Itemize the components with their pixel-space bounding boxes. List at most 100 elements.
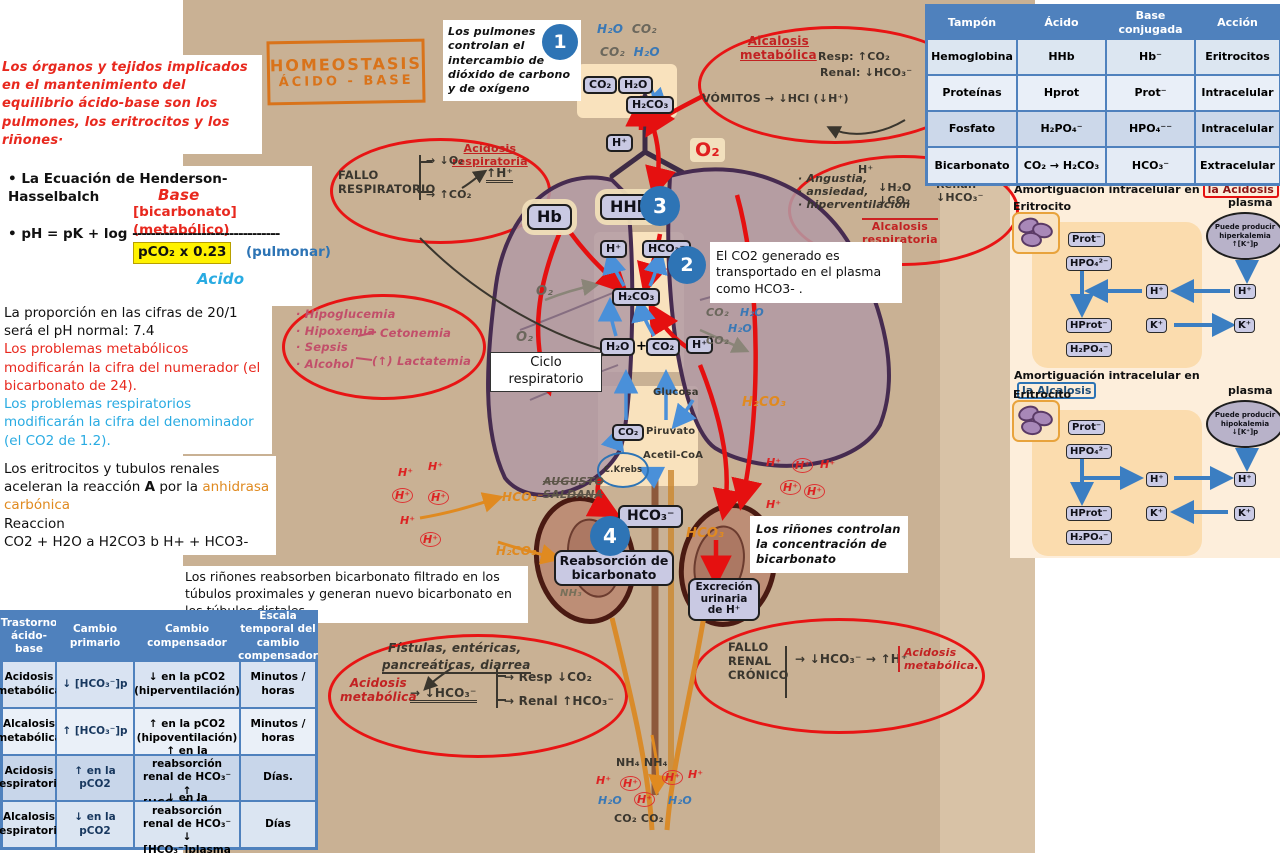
disorder-cell: Minutos / horas xyxy=(240,708,316,755)
proportion-normal: La proporción en las cifras de 20/1 será… xyxy=(4,305,238,340)
alcalosis-hpo4-chip: HPO₄²⁻ xyxy=(1066,444,1113,459)
hipo-lactatemia: (↑) Lactatemia xyxy=(372,354,472,368)
vomit-line: VÓMITOS → ↓HCl (↓H⁺) xyxy=(702,92,849,105)
buffer-header-tampon: Tampón xyxy=(927,6,1017,39)
equation-lhs: • pH = pK + log ------------------------… xyxy=(8,226,280,244)
nh3-label: NH₃ xyxy=(560,588,582,599)
fistulas-line1: Fístulas, entéricas, xyxy=(388,641,522,655)
h-ion-circled: H⁺ xyxy=(620,776,642,791)
erythro-line3: CO2 + H2O a H2CO3 b H+ + HCO3- xyxy=(4,533,249,550)
acidosis-plasma-label: plasma xyxy=(1228,196,1273,209)
bottom-h2o-left: H₂O xyxy=(598,794,622,807)
equation-denominator: pCO₂ x 0.23 xyxy=(133,242,232,264)
h-ion-circled: H⁺ xyxy=(428,490,450,505)
h-plus-top-chip: H⁺ xyxy=(606,134,634,153)
h-ion: H⁺ xyxy=(766,456,782,469)
disorder-cell: ↑ [HCO₃⁻]p xyxy=(56,708,134,755)
disorder-header-trastorno: Trastorno ácido-base xyxy=(1,612,57,661)
disorder-cell: ↓ [HCO₃⁻]p xyxy=(56,661,134,708)
disorder-cell: Alcalosis respiratoria xyxy=(0,801,64,848)
acidosis-h-cell-chip: H⁺ xyxy=(1146,284,1168,299)
alcalosis-title-box: la Alcalosis xyxy=(1017,382,1097,399)
h-ion-circled: H⁺ xyxy=(662,770,684,785)
h-ion: H⁺ xyxy=(820,458,836,471)
acidosis-h-plasma-chip: H⁺ xyxy=(1234,284,1256,299)
buffer-header-acido: Ácido xyxy=(1017,6,1106,39)
erythro-line1-text2: por la xyxy=(155,479,203,496)
acidosis-hprot-chip: HProt⁻ xyxy=(1066,318,1112,333)
bubble-line: Puede producir xyxy=(1214,222,1276,231)
buffer-header-accion: Acción xyxy=(1195,6,1280,39)
mid-h2o-label2: H₂O xyxy=(728,322,752,335)
buffer-cell: HCO₃⁻ xyxy=(1106,147,1195,184)
disorder-cell: Acidosis metabólica xyxy=(0,661,62,708)
h-ion-circled: H⁺ xyxy=(804,484,826,499)
metab-acetilcoa: Acetil-CoA xyxy=(643,450,704,461)
step-4-badge: 4 xyxy=(590,516,630,556)
acidosis-k-plasma-chip: K⁺ xyxy=(1234,318,1256,333)
angustia-down: ↓H₂O ↓CO₂ xyxy=(878,181,912,207)
note-kidneys: Los riñones controlan la concentración d… xyxy=(750,516,908,573)
step-2-badge: 2 xyxy=(668,246,706,284)
disorder-cell: ↓ en la pCO2 (hiperventilación) xyxy=(134,661,240,708)
disorder-cell: Días. xyxy=(240,755,316,801)
fallo-renal-label: Acidosis metabólica. xyxy=(898,646,979,672)
buffer-cell: HPO₄⁻⁻ xyxy=(1106,111,1195,147)
alcalosis-h-plasma-chip: H⁺ xyxy=(1234,472,1256,487)
bubble-line: hipokalemia xyxy=(1220,419,1270,428)
alcalosis-cell-zone xyxy=(1032,410,1202,556)
h2o-label: H₂O xyxy=(597,22,624,36)
equation-fraction-line: -------------------------------- xyxy=(132,226,280,242)
acidosis-prot-chip: Prot⁻ xyxy=(1068,232,1106,247)
gas-exchange-top-line2: CO₂ H₂O xyxy=(600,45,660,59)
equation-ph-log: • pH = pK + log xyxy=(8,226,128,242)
equation-numerator: [bicarbonato] (metabólico) xyxy=(133,204,237,238)
o2-chip: O₂ xyxy=(690,138,725,162)
fallo-resp-h: ↑H⁺ xyxy=(486,166,514,183)
buffer-header-base: Base conjugada xyxy=(1106,6,1195,39)
metab-krebs-circle: C.Krebs xyxy=(597,452,649,488)
co2-label: CO₂ xyxy=(600,45,625,59)
henderson-hasselbalch-block: • La Ecuación de Henderson-Hasselbalch B… xyxy=(0,166,331,306)
mid-co2-label2: CO₂ xyxy=(706,334,729,347)
alcalosis-cell-label: Eritrocito xyxy=(1013,388,1072,401)
alcalosis-prot-chip: Prot⁻ xyxy=(1068,420,1106,435)
author-signature: AUGUSTO SALDANA xyxy=(543,475,605,501)
alcalosis-hypokalemia-bubble: Puede producir hipokalemia ↓[K⁺]p xyxy=(1206,400,1280,448)
equation-acido-label: Acido xyxy=(197,270,245,288)
buffer-cell: Fosfato xyxy=(927,111,1017,147)
alcalosis-h-cell-chip: H⁺ xyxy=(1146,472,1168,487)
alcalosis-rbc-icon xyxy=(1012,400,1060,442)
h-ion: H⁺ xyxy=(596,774,612,787)
bubble-line: hiperkalemia xyxy=(1219,231,1271,240)
h2o-label: H₂O xyxy=(633,45,660,59)
buffer-cell: H₂PO₄⁻ xyxy=(1017,111,1106,147)
proportion-note: La proporción en las cifras de 20/1 será… xyxy=(0,300,272,454)
lung-o2-label: O₂ xyxy=(536,284,554,299)
buffer-cell: Intracelular xyxy=(1195,75,1280,111)
orange-hco3-right: HCO₃ xyxy=(686,526,724,541)
co2-label: CO₂ xyxy=(631,22,657,36)
disorder-cell: Alcalosis metabólica xyxy=(0,708,62,755)
erythro-reaction-a: A xyxy=(144,479,156,496)
fistulas-f2: → Resp ↓CO₂ xyxy=(504,670,593,684)
sketch-title-line2: ÁCIDO - BASE xyxy=(278,72,414,91)
lung-o2-label2: O₂ xyxy=(516,330,534,345)
disorder-cell: ↓ en la pCO2 xyxy=(56,801,134,848)
excrecion-chip: Excreción urinaria de H⁺ xyxy=(688,578,760,621)
buffer-cell: Prot⁻ xyxy=(1106,75,1195,111)
cycle-h2co3-chip: H₂CO₃ xyxy=(612,288,661,307)
alveolus-h2o-chip: H₂O xyxy=(618,76,654,95)
step-3-badge: 3 xyxy=(640,186,680,226)
disorder-cell: Minutos / horas xyxy=(240,661,316,708)
h-ion-circled: H⁺ xyxy=(792,458,814,473)
gas-exchange-top-line1: H₂O CO₂ xyxy=(597,22,657,36)
bottom-nh4: NH₄ NH₄ xyxy=(616,756,668,769)
mid-h2o-label: H₂O xyxy=(740,306,764,319)
buffer-cell: Bicarbonato xyxy=(927,147,1017,184)
vomit-renal: Renal: ↓HCO₃⁻ xyxy=(820,66,913,79)
metab-krebs-label: C.Krebs xyxy=(603,465,643,475)
fallo-resp-co2: → ↑CO₂ xyxy=(426,188,472,201)
alcalosis-hprot-chip: HProt⁻ xyxy=(1066,506,1112,521)
proportion-metabolic: Los problemas metabólicos modificarán la… xyxy=(4,341,261,394)
